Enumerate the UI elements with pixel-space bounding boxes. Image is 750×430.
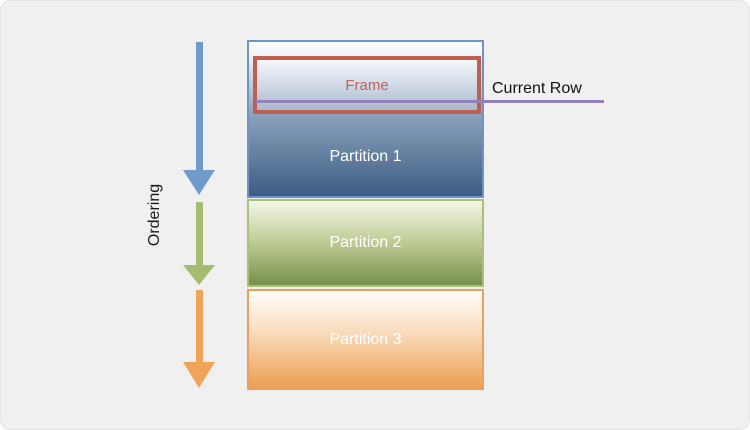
- partition-2-label: Partition 2: [329, 234, 402, 251]
- ordering-arrow-green-shaft: [196, 202, 203, 265]
- frame-box: Frame: [253, 56, 481, 114]
- down-arrow-icon: [183, 170, 215, 195]
- ordering-axis-label: Ordering: [146, 183, 163, 247]
- partition-3-label: Partition 3: [329, 330, 402, 348]
- ordering-arrow-blue-shaft: [196, 42, 203, 170]
- partition-3-box: Partition 3: [247, 289, 484, 390]
- down-arrow-icon: [183, 265, 215, 285]
- partition-1-label: Partition 1: [329, 148, 402, 165]
- partition-2-box: Partition 2: [247, 199, 484, 287]
- down-arrow-icon: [183, 362, 215, 388]
- current-row-line: [256, 100, 604, 103]
- ordering-arrow-orange-shaft: [196, 290, 203, 362]
- frame-label: Frame: [345, 76, 389, 94]
- current-row-label: Current Row: [492, 80, 582, 97]
